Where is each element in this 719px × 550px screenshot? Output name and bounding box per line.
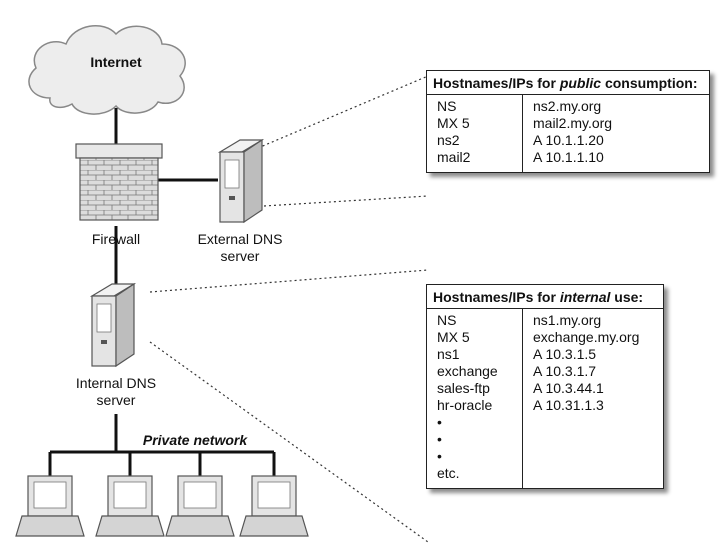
internet-label: Internet — [90, 54, 142, 70]
internal-row-value: ns1.my.org — [533, 312, 602, 328]
brick-wall-firewall-icon — [75, 143, 163, 221]
public-row-value: A 10.1.1.20 — [533, 132, 604, 148]
internal-row-value: exchange.my.org — [533, 329, 640, 345]
internal-title-suffix: use: — [610, 289, 644, 305]
external-dns-label: External DNS server — [190, 231, 290, 265]
internal-row-name: exchange — [437, 363, 498, 379]
internal-row-value: A 10.3.1.5 — [533, 346, 597, 362]
external-dns-label-line2: server — [220, 248, 260, 264]
internal-row-name: sales-ftp — [437, 380, 490, 396]
public-row-name: NS — [437, 98, 457, 114]
internet-cloud-icon — [28, 25, 186, 115]
public-row-value: A 10.1.1.10 — [533, 149, 604, 165]
internal-dns-server-icon — [89, 282, 137, 368]
internal-row-value — [533, 414, 639, 431]
public-values-column: ns2.my.org mail2.my.org A 10.1.1.20 A 10… — [523, 95, 612, 172]
internal-row-value — [533, 448, 639, 465]
desktop-computer-icon — [239, 475, 309, 537]
public-names-column: NS MX 5 ns2 mail2 — [427, 95, 523, 172]
public-row-name: ns2 — [437, 132, 460, 148]
internal-row-value — [533, 431, 639, 448]
internal-hostnames-panel: Hostnames/IPs for internal use: NS MX 5 … — [426, 284, 664, 489]
public-row-value: ns2.my.org — [533, 98, 602, 114]
internal-row-name: • — [437, 448, 442, 464]
internal-panel-title: Hostnames/IPs for internal use: — [427, 285, 663, 309]
public-title-suffix: consumption: — [601, 75, 698, 91]
internal-dns-label-line2: server — [96, 392, 136, 408]
internal-row-name: • — [437, 414, 442, 430]
public-row-name: mail2 — [437, 149, 471, 165]
public-title-emphasis: public — [559, 75, 602, 91]
public-table-body: NS MX 5 ns2 mail2 ns2.my.org mail2.my.or… — [427, 95, 709, 172]
firewall-label: Firewall — [91, 231, 141, 247]
internal-row-name: ns1 — [437, 346, 460, 362]
internal-row-value: A 10.3.44.1 — [533, 380, 604, 396]
internal-row-name: hr-oracle — [437, 397, 493, 413]
internal-table-body: NS MX 5 ns1 exchange sales-ftp hr-oracle… — [427, 309, 663, 488]
public-row-value: mail2.my.org — [533, 115, 613, 131]
internal-values-column: ns1.my.org exchange.my.org A 10.3.1.5 A … — [523, 309, 639, 488]
public-row-name: MX 5 — [437, 115, 470, 131]
desktop-computer-icon — [15, 475, 85, 537]
internal-dns-label-line1: Internal DNS — [75, 375, 157, 391]
external-dns-server-icon — [217, 138, 265, 224]
internal-title-prefix: Hostnames/IPs for — [433, 289, 560, 305]
public-hostnames-panel: Hostnames/IPs for public consumption: NS… — [426, 70, 710, 173]
internal-row-name: NS — [437, 312, 457, 328]
internal-names-column: NS MX 5 ns1 exchange sales-ftp hr-oracle… — [427, 309, 523, 488]
desktop-computer-icon — [165, 475, 235, 537]
public-panel-title: Hostnames/IPs for public consumption: — [427, 71, 709, 95]
callout-lines — [149, 75, 429, 543]
internal-row-name: etc. — [437, 465, 460, 481]
desktop-computer-icon — [95, 475, 165, 537]
public-title-prefix: Hostnames/IPs for — [433, 75, 560, 91]
internal-row-value: A 10.3.1.7 — [533, 363, 597, 379]
internal-row-value — [533, 465, 639, 482]
internal-row-name: • — [437, 431, 442, 447]
internal-row-name: MX 5 — [437, 329, 470, 345]
internal-title-emphasis: internal — [559, 289, 611, 305]
internal-row-value: A 10.31.1.3 — [533, 397, 604, 413]
private-network-label: Private network — [142, 432, 248, 448]
internal-dns-label: Internal DNS server — [66, 375, 166, 409]
external-dns-label-line1: External DNS — [197, 231, 283, 247]
network-links — [48, 108, 276, 476]
